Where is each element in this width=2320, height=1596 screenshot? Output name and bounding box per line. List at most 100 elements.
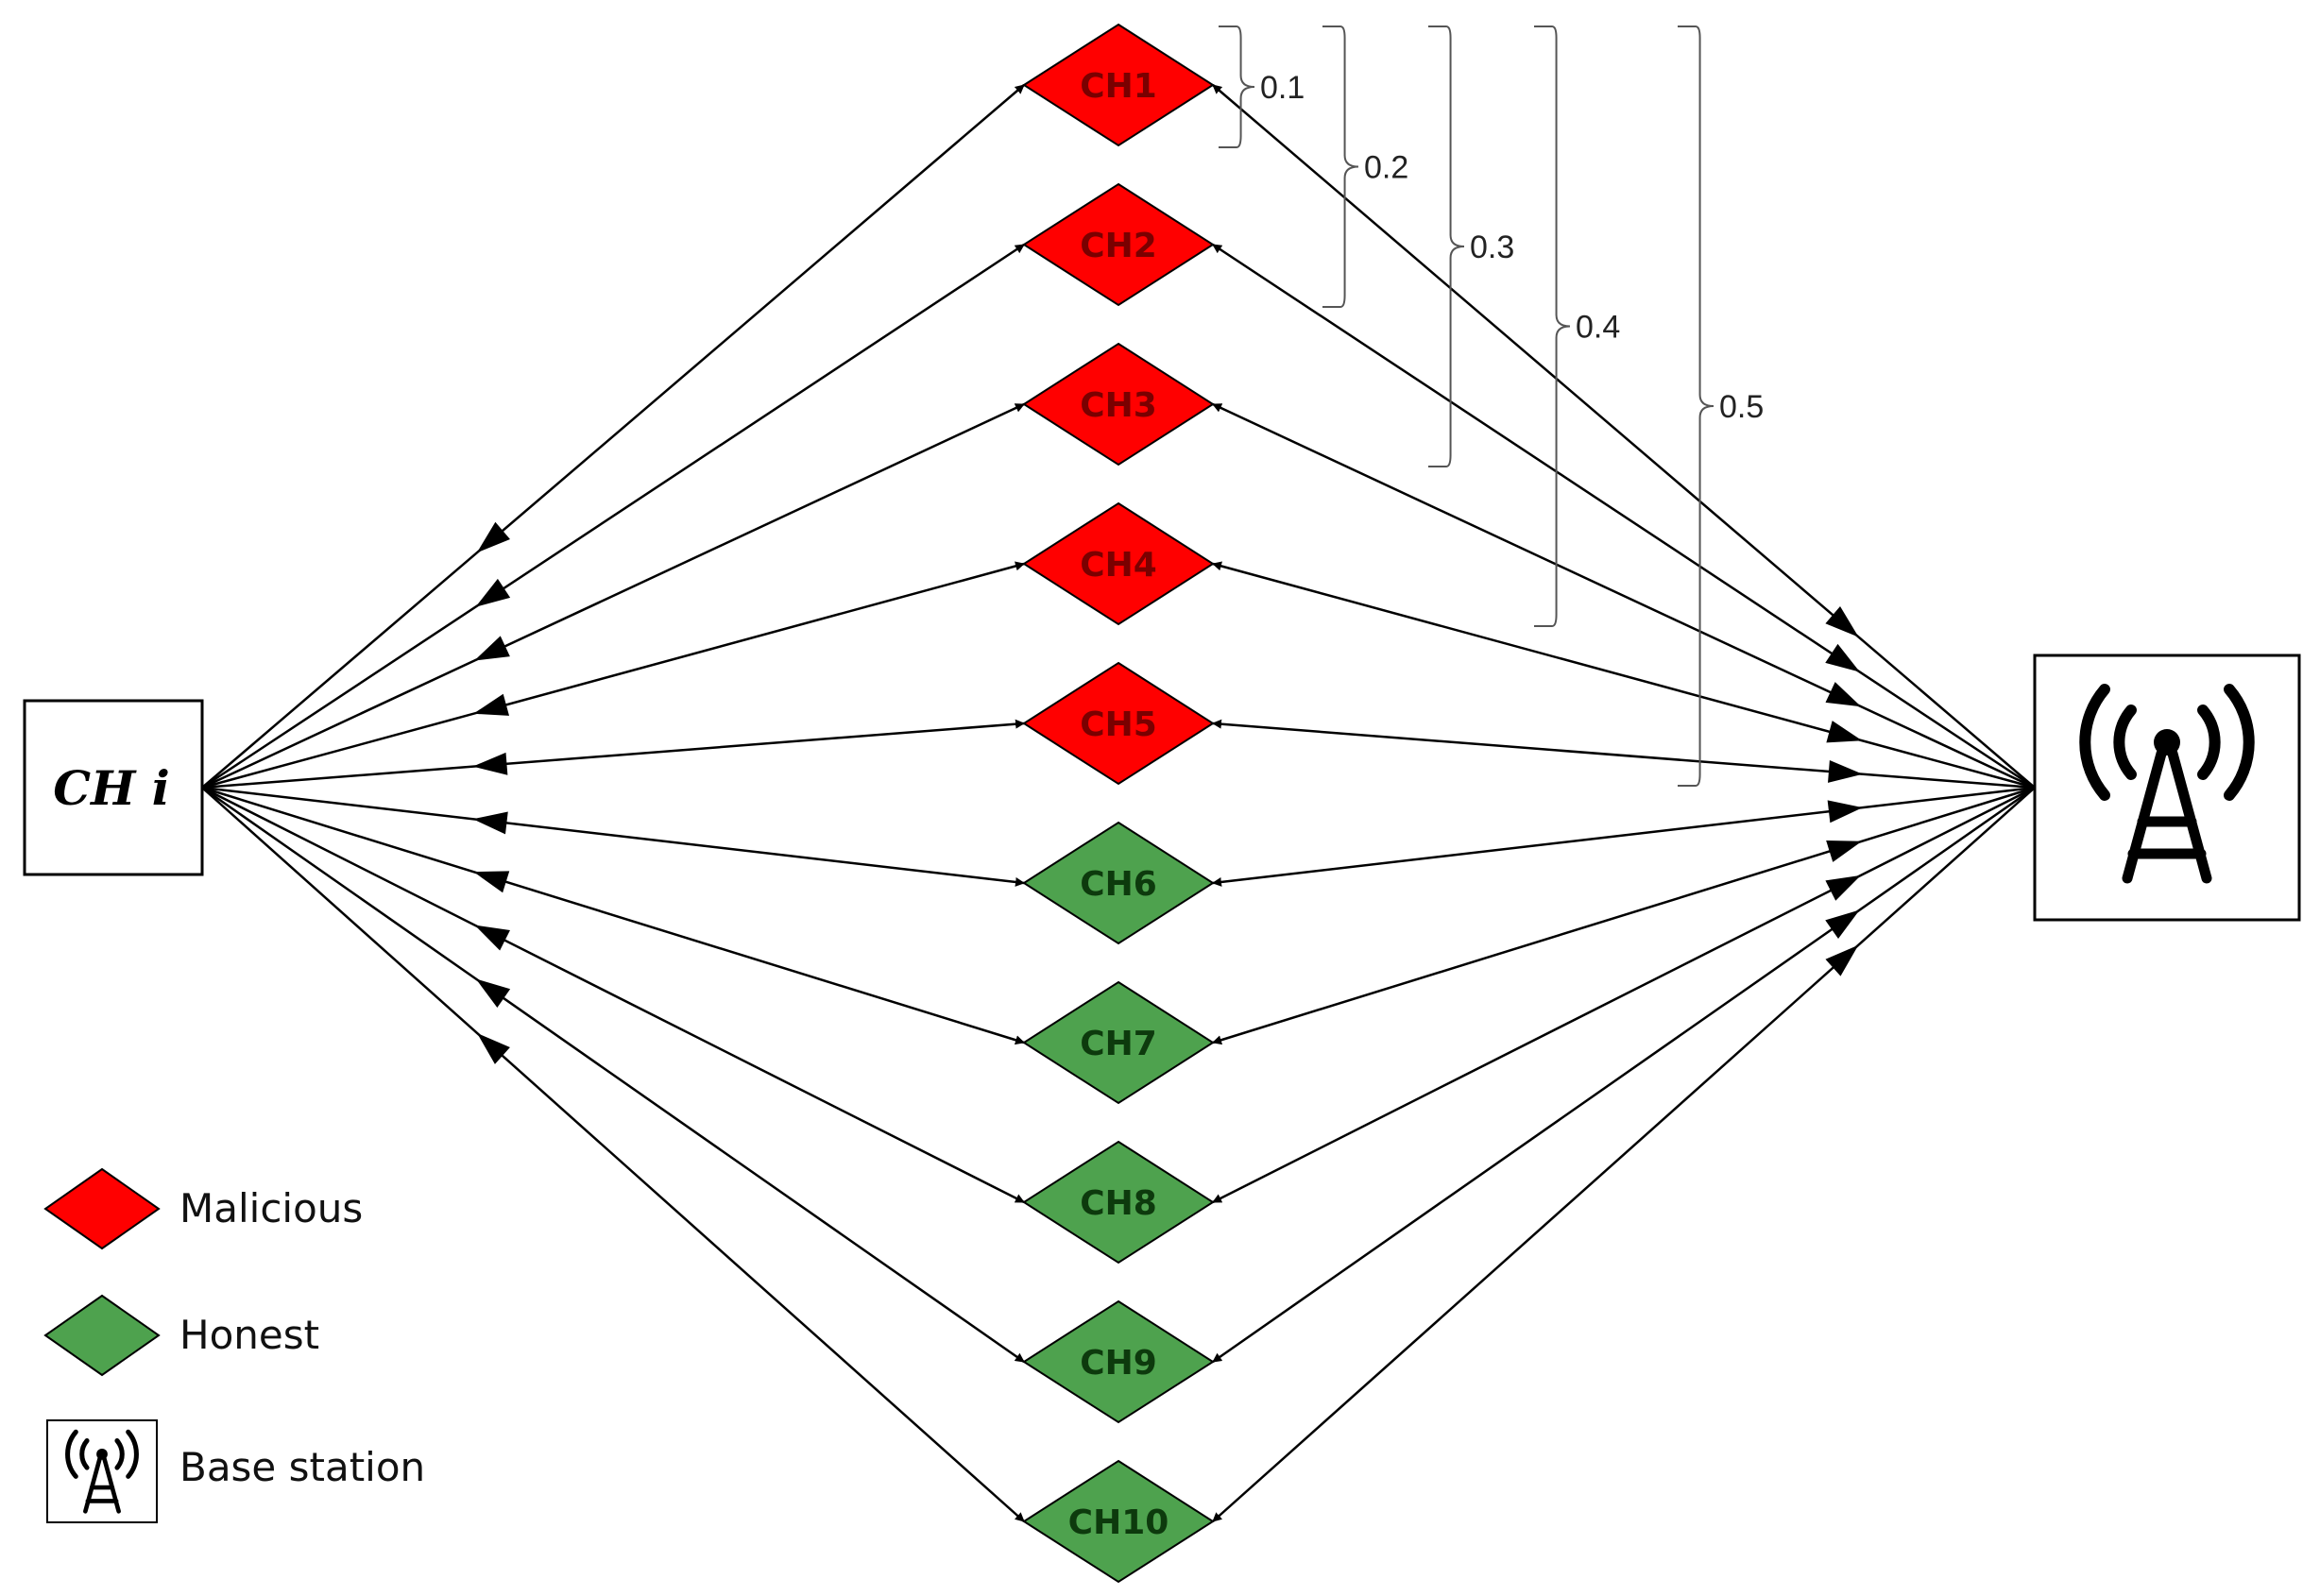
cluster-head-shape <box>1022 1459 1215 1584</box>
cluster-head-shape <box>1022 501 1215 626</box>
cluster-head-ch8: CH8 <box>1022 1140 1215 1265</box>
cluster-head-ch9: CH9 <box>1022 1299 1215 1424</box>
edge-source-ch6 <box>201 786 1025 887</box>
edge-sink-ch6 <box>1212 786 2036 887</box>
fraction-brace-1: 0.1 <box>1219 25 1305 148</box>
fraction-label: 0.5 <box>1719 389 1764 425</box>
edge-sink-ch3 <box>1212 402 2036 790</box>
legend-item-base-station: Base station <box>46 1419 425 1523</box>
edge-source-ch7 <box>201 786 1025 1045</box>
source-node-label: CH i <box>53 760 169 816</box>
cluster-head-label: CH1 <box>1080 67 1157 106</box>
connection-edges <box>201 84 2036 1522</box>
cluster-head-shape <box>1022 1299 1215 1424</box>
edge-source-arrow-ch5 <box>472 752 508 775</box>
fraction-braces: 0.1 0.2 0.3 0.4 0.5 <box>1219 25 1764 787</box>
cluster-head-ch10: CH10 <box>1022 1459 1215 1584</box>
edge-sink-arrow-ch5 <box>1828 759 1863 783</box>
cluster-head-label: CH6 <box>1080 865 1157 904</box>
cluster-head-shape <box>1022 661 1215 786</box>
edge-source-ch3 <box>201 402 1025 790</box>
legend-base-station-box <box>46 1419 158 1523</box>
edge-source-arrow-ch4 <box>473 693 510 716</box>
cluster-head-label: CH2 <box>1080 227 1157 265</box>
legend: Malicious Honest Base station <box>43 1167 425 1523</box>
fraction-label: 0.4 <box>1576 310 1620 346</box>
fraction-brace-shape <box>1219 25 1255 148</box>
edge-sink-ch8 <box>1212 786 2036 1204</box>
edge-source-arrow-ch1 <box>476 521 510 553</box>
edge-source-arrow-ch2 <box>475 578 511 607</box>
cluster-head-label: CH4 <box>1080 546 1157 585</box>
legend-item-honest: Honest <box>43 1294 319 1377</box>
edge-source-ch8 <box>201 786 1025 1204</box>
cluster-head-shape <box>1022 23 1215 147</box>
fraction-label: 0.3 <box>1470 229 1514 265</box>
cluster-head-shape <box>1022 182 1215 307</box>
edge-sink-arrow-ch10 <box>1825 944 1859 976</box>
cluster-head-label: CH5 <box>1080 705 1157 744</box>
edge-sink-arrow-ch2 <box>1825 643 1860 672</box>
source-node-box <box>23 699 204 876</box>
edge-sink-arrow-ch4 <box>1826 721 1863 743</box>
edge-sink-arrow-ch6 <box>1827 800 1863 823</box>
base-station-box <box>2033 654 2301 922</box>
fraction-label: 0.2 <box>1364 150 1408 186</box>
legend-item-malicious: Malicious <box>43 1167 363 1250</box>
fraction-brace-2: 0.2 <box>1322 25 1408 308</box>
edge-source-ch10 <box>201 787 1025 1522</box>
edge-source-ch2 <box>201 243 1025 790</box>
cluster-head-label: CH10 <box>1068 1503 1169 1542</box>
legend-honest-swatch <box>43 1294 161 1377</box>
edge-source-ch5 <box>201 719 1025 790</box>
edge-sink-ch4 <box>1212 561 2036 790</box>
base-station-node <box>2033 654 2301 922</box>
legend-base-station-label: Base station <box>179 1444 425 1490</box>
base-station-icon <box>2079 684 2255 884</box>
cluster-head-ch2: CH2 <box>1022 182 1215 307</box>
cluster-head-label: CH7 <box>1080 1025 1157 1063</box>
legend-honest-label: Honest <box>179 1312 319 1358</box>
cluster-head-label: CH9 <box>1080 1344 1157 1383</box>
edge-sink-arrow-ch8 <box>1825 874 1861 901</box>
fraction-brace-shape <box>1428 25 1465 467</box>
fraction-brace-shape <box>1534 25 1571 627</box>
fraction-brace-4: 0.4 <box>1534 25 1620 627</box>
cluster-head-ch1: CH1 <box>1022 23 1215 147</box>
cluster-head-label: CH3 <box>1080 386 1157 425</box>
edge-source-arrow-ch3 <box>474 636 510 661</box>
fraction-label: 0.1 <box>1260 70 1305 106</box>
legend-malicious-swatch <box>43 1167 161 1250</box>
edge-sink-ch5 <box>1212 719 2036 790</box>
cluster-head-ch3: CH3 <box>1022 342 1215 467</box>
cluster-head-shape <box>1022 342 1215 467</box>
edge-sink-arrow-ch9 <box>1825 909 1860 939</box>
edge-source-ch9 <box>201 786 1025 1364</box>
source-node: CH i <box>23 699 204 876</box>
edge-source-arrow-ch9 <box>475 978 511 1008</box>
legend-malicious-label: Malicious <box>179 1185 363 1231</box>
fraction-brace-3: 0.3 <box>1428 25 1514 467</box>
edge-sink-ch7 <box>1212 786 2036 1045</box>
edge-source-arrow-ch6 <box>472 811 508 835</box>
fraction-brace-5: 0.5 <box>1678 25 1764 787</box>
fraction-brace-shape <box>1678 25 1714 787</box>
edge-sink-ch9 <box>1212 786 2036 1364</box>
edge-source-arrow-ch7 <box>473 871 510 893</box>
edge-sink-arrow-ch1 <box>1825 606 1859 637</box>
cluster-head-label: CH8 <box>1080 1184 1157 1223</box>
edge-source-arrow-ch10 <box>477 1032 510 1064</box>
cluster-head-shape <box>1022 980 1215 1105</box>
fraction-brace-shape <box>1322 25 1359 308</box>
cluster-head-shape <box>1022 1140 1215 1265</box>
edge-sink-ch2 <box>1212 243 2036 790</box>
edge-source-ch4 <box>201 561 1025 790</box>
legend-base-station-icon <box>65 1429 139 1514</box>
cluster-head-ch5: CH5 <box>1022 661 1215 786</box>
edge-sink-ch10 <box>1212 787 2036 1522</box>
cluster-head-ch7: CH7 <box>1022 980 1215 1105</box>
edge-source-arrow-ch8 <box>474 925 510 951</box>
